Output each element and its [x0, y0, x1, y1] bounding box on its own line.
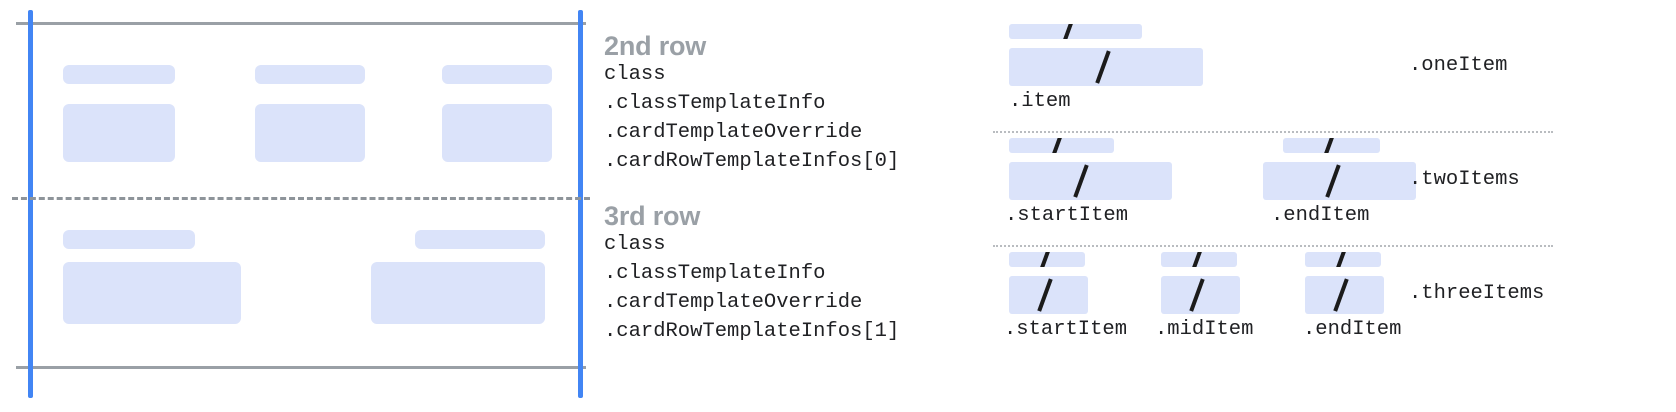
annotation-code-line-3: .cardTemplateOverride: [604, 121, 863, 145]
slash-icon: [1051, 138, 1062, 153]
item-title-bar: [1161, 252, 1237, 267]
item-label: .startItem: [1004, 318, 1128, 341]
item-title-bar: [1305, 252, 1381, 267]
item-label: .startItem: [1005, 204, 1129, 227]
item-body-bar: [1305, 276, 1384, 314]
slash-icon: [1073, 164, 1089, 198]
item-title-bar: [1009, 24, 1142, 39]
annotation-code-line-4: .cardRowTemplateInfos[1]: [604, 320, 900, 344]
item-label: .endItem: [1271, 204, 1370, 227]
item-body-bar: [1009, 48, 1203, 86]
variant-two-items: .startItem .endItem .twoItems: [985, 138, 1676, 246]
item-title-bar: [1009, 138, 1114, 153]
row3-cell1-title-block: [63, 230, 195, 249]
card-row-preview: [0, 0, 600, 412]
card-right-edge-marker: [578, 10, 583, 398]
item-body-bar: [1263, 162, 1416, 200]
item-title-bar: [1009, 252, 1085, 267]
card-row-divider: [12, 197, 590, 200]
annotation-title: 3rd row: [604, 201, 701, 231]
variant-separator: [993, 245, 1553, 247]
variant-separator: [993, 131, 1553, 133]
item-label: .midItem: [1155, 318, 1254, 341]
slash-icon: [1189, 278, 1205, 312]
annotation-title: 2nd row: [604, 31, 707, 61]
annotation-code-line-1: class: [604, 233, 666, 257]
slash-icon: [1335, 252, 1346, 267]
item-body-bar: [1009, 162, 1172, 200]
item-label: .item: [1009, 90, 1071, 113]
row2-cell3-body-block: [442, 104, 552, 162]
row2-cell3-title-block: [442, 65, 552, 84]
annotation-third-row: 3rd row class .classTemplateInfo .cardTe…: [604, 202, 899, 346]
item-variants-panel: .item .oneItem .startItem: [985, 0, 1676, 412]
card-top-boundary-rule: [16, 22, 586, 25]
variant-three-items: .startItem .midItem .endItem: [985, 252, 1676, 372]
annotation-code-line-2: .classTemplateInfo: [604, 262, 826, 286]
slash-icon: [1323, 138, 1334, 153]
annotation-code-line-1: class: [604, 63, 666, 87]
item-title-bar: [1283, 138, 1380, 153]
slash-icon: [1037, 278, 1053, 312]
card-left-edge-marker: [28, 10, 33, 398]
annotation-code-line-2: .classTemplateInfo: [604, 92, 826, 116]
slash-icon: [1333, 278, 1349, 312]
row2-cell2-body-block: [255, 104, 365, 162]
row3-cell2-body-block: [371, 262, 545, 324]
variant-one-item: .item .oneItem: [985, 24, 1676, 132]
row2-cell2-title-block: [255, 65, 365, 84]
variant-name-label: .oneItem: [1409, 54, 1508, 77]
variant-name-label: .threeItems: [1409, 282, 1545, 305]
slash-icon: [1039, 252, 1050, 267]
slash-icon: [1095, 50, 1111, 84]
row3-cell1-body-block: [63, 262, 241, 324]
variant-name-label: .twoItems: [1409, 168, 1520, 191]
row2-cell1-body-block: [63, 104, 175, 162]
row2-cell1-title-block: [63, 65, 175, 84]
item-label: .endItem: [1303, 318, 1402, 341]
slash-icon: [1062, 24, 1073, 39]
row3-cell2-title-block: [415, 230, 545, 249]
item-body-bar: [1009, 276, 1088, 314]
slash-icon: [1325, 164, 1341, 198]
annotation-code-line-4: .cardRowTemplateInfos[0]: [604, 150, 900, 174]
item-body-bar: [1161, 276, 1240, 314]
annotation-second-row: 2nd row class .classTemplateInfo .cardTe…: [604, 32, 899, 176]
slash-icon: [1191, 252, 1202, 267]
card-bottom-boundary-rule: [16, 366, 586, 369]
annotation-code-line-3: .cardTemplateOverride: [604, 291, 863, 315]
